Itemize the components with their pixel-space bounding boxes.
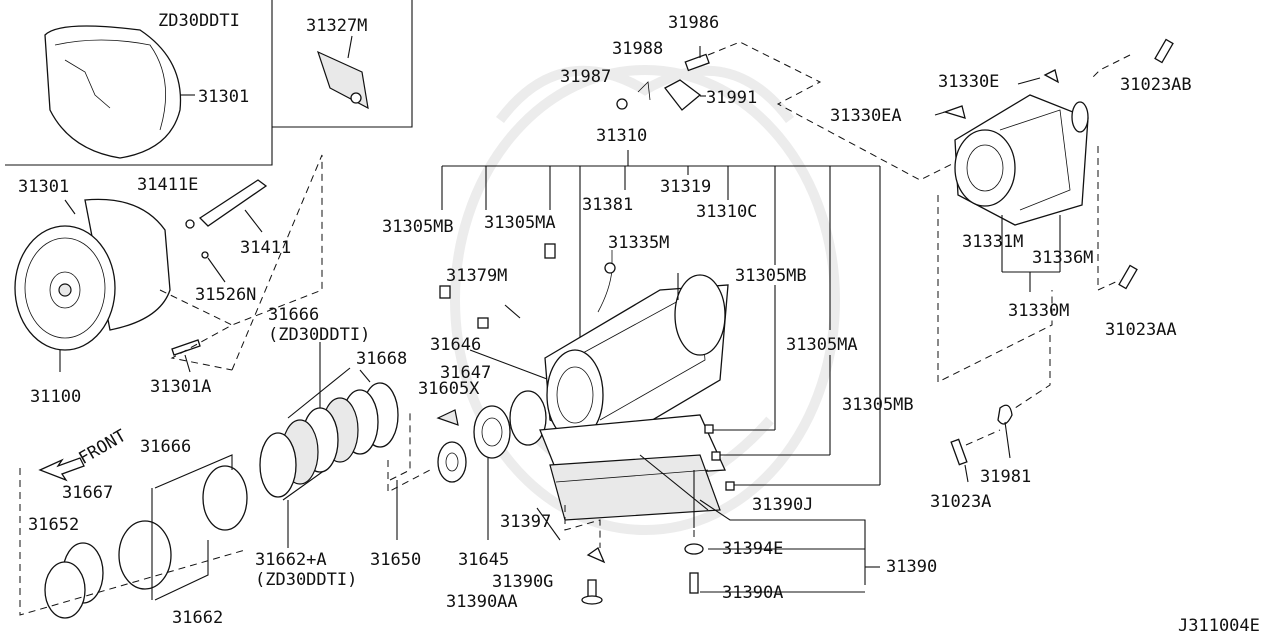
- part-31666-zd-note: (ZD30DDTI): [268, 325, 370, 345]
- part-31647-label: 31647: [440, 363, 491, 383]
- part-31668-label: 31668: [356, 349, 407, 369]
- part-31319-label: 31319: [660, 177, 711, 197]
- part-31397-label: 31397: [500, 512, 551, 532]
- part-31650-label: 31650: [370, 550, 421, 570]
- part-31605x-label: 31605X: [418, 379, 480, 399]
- part-31335m-label: 31335M: [608, 233, 669, 253]
- part-31023aa-label: 31023AA: [1105, 320, 1177, 340]
- rear-extension-group: [934, 38, 1174, 483]
- clutch-pack-group: [19, 342, 411, 619]
- part-31646-label: 31646: [430, 335, 481, 355]
- part-31305mb-2-label: 31305MB: [735, 266, 807, 286]
- transmission-case-group: [439, 150, 881, 605]
- part-31336m-label: 31336M: [1032, 248, 1093, 268]
- part-31411e-label: 31411E: [137, 175, 198, 195]
- part-31330m-label: 31330M: [1008, 301, 1069, 321]
- part-31379m-label: 31379M: [446, 266, 507, 286]
- part-31652-label: 31652: [28, 515, 79, 535]
- part-31330e-label: 31330E: [938, 72, 999, 92]
- part-31411-label: 31411: [240, 238, 291, 258]
- part-31988-label: 31988: [612, 39, 663, 59]
- part-31390g-label: 31390G: [492, 572, 553, 592]
- part-31301a-label: 31301A: [150, 377, 211, 397]
- part-31662-label: 31662: [172, 608, 223, 628]
- part-31305mb-1-label: 31305MB: [382, 217, 454, 237]
- torque-converter-group: [14, 154, 323, 373]
- part-31390aa-label: 31390AA: [446, 592, 518, 612]
- part-31390j-label: 31390J: [752, 495, 813, 515]
- part-31390a-label: 31390A: [722, 583, 783, 603]
- part-31305ma-1-label: 31305MA: [484, 213, 556, 233]
- part-31381-label: 31381: [582, 195, 633, 215]
- part-31305ma-2-label: 31305MA: [786, 335, 858, 355]
- detent-parts-group: [616, 41, 961, 181]
- part-31310-label: 31310: [596, 126, 647, 146]
- part-31645-label: 31645: [458, 550, 509, 570]
- part-31310c-label: 31310C: [696, 202, 757, 222]
- part-31327m-label: 31327M: [306, 16, 367, 36]
- front-arrow-label: FRONT: [75, 426, 129, 469]
- part-31331m-label: 31331M: [962, 232, 1023, 252]
- part-31305mb-3-label: 31305MB: [842, 395, 914, 415]
- part-31662a-label: 31662+A: [255, 550, 327, 570]
- part-31390-label: 31390: [886, 557, 937, 577]
- part-31981-label: 31981: [980, 467, 1031, 487]
- part-31394e-label: 31394E: [722, 539, 783, 559]
- zd30ddti-top-label: ZD30DDTI: [158, 11, 240, 31]
- part-31991-label: 31991: [706, 88, 757, 108]
- part-31023a-label: 31023A: [930, 492, 991, 512]
- diagram-code-label: J311004E: [1178, 616, 1260, 636]
- part-31987-label: 31987: [560, 67, 611, 87]
- part-31301-label: 31301: [18, 177, 69, 197]
- part-31666-zd-label: 31666: [268, 305, 319, 325]
- part-31330ea-label: 31330EA: [830, 106, 902, 126]
- seal-bearing-group: [387, 349, 556, 540]
- part-31301-top-label: 31301: [198, 87, 249, 107]
- part-31023ab-label: 31023AB: [1120, 75, 1192, 95]
- part-31100-label: 31100: [30, 387, 81, 407]
- converter-housing-zd30-group: [5, 0, 413, 166]
- part-31662a-note: (ZD30DDTI): [255, 570, 357, 590]
- part-31666-label: 31666: [140, 437, 191, 457]
- part-31986-label: 31986: [668, 13, 719, 33]
- part-31667-label: 31667: [62, 483, 113, 503]
- part-31526n-label: 31526N: [195, 285, 256, 305]
